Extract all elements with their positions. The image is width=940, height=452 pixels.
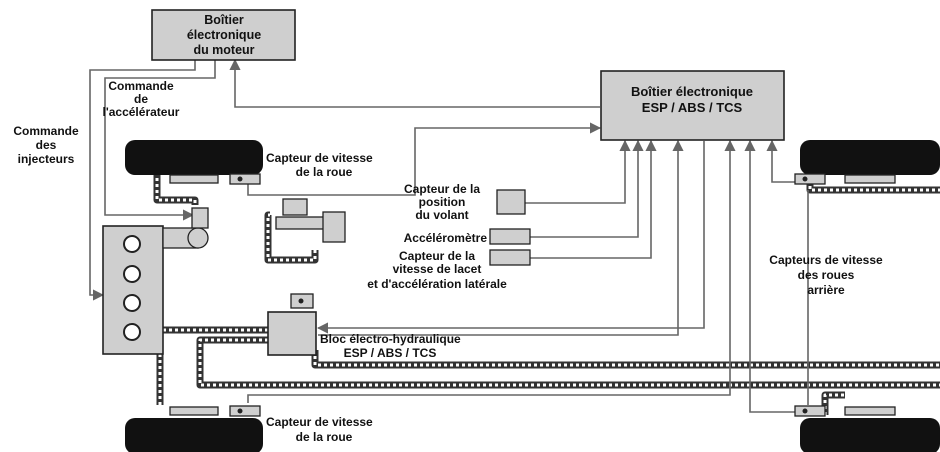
front-right-speed-sensor (229, 405, 261, 417)
steering-angle-sensor (496, 189, 526, 215)
wheel-speed-bottom-label-2: de la roue (296, 430, 353, 444)
hydraulic-label-1: Bloc électro-hydraulique (320, 332, 461, 346)
engine-ecu-line-2: électronique (187, 28, 261, 42)
engine-block (102, 207, 209, 355)
yaw-label-2: vitesse de lacet (393, 262, 482, 276)
esp-ecu: Boîtier électronique ESP / ABS / TCS (600, 70, 785, 141)
throttle-actuator (191, 207, 209, 229)
wheel-speed-bottom-label-1: Capteur de vitesse (266, 415, 373, 429)
hydraulic-block (267, 311, 317, 356)
esp-ecu-line-2: ESP / ABS / TCS (642, 100, 743, 115)
rear-left-speed-sensor (794, 173, 826, 185)
steering-label-1: Capteur de la (404, 182, 480, 196)
throttle-cmd-label-2: de (134, 92, 148, 106)
accelerometer-sensor (489, 228, 531, 245)
rear-sensors-label-1: Capteurs de vitesse (769, 253, 883, 267)
accelerometer-label: Accéléromètre (404, 231, 488, 245)
injectors-cmd-label-1: Commande (13, 124, 79, 138)
engine-ecu-line-3: du moteur (193, 43, 254, 57)
yaw-rate-sensor (489, 249, 531, 266)
rear-sensors-label-2: des roues (798, 268, 855, 282)
steering-label-2: position (419, 195, 466, 209)
tires (125, 140, 940, 452)
front-left-hub (169, 174, 219, 184)
engine-ecu: Boîtier électronique du moteur (151, 9, 296, 61)
rear-left-hub (844, 174, 896, 184)
front-left-speed-sensor (229, 173, 261, 185)
hydraulic-label-2: ESP / ABS / TCS (344, 346, 437, 360)
engine-ecu-line-1: Boîtier (204, 13, 244, 27)
throttle-cmd-label-1: Commande (108, 79, 174, 93)
throttle-body (187, 227, 209, 249)
rear-sensors-label-3: arrière (807, 283, 845, 297)
steering-label-3: du volant (415, 208, 468, 222)
rear-right-tire (800, 418, 940, 452)
signal-wires (89, 58, 809, 413)
throttle-cmd-label-3: l'accélérateur (103, 105, 180, 119)
yaw-label-3: et d'accélération latérale (367, 277, 507, 291)
wheel-sensors (169, 173, 896, 417)
front-left-tire (125, 140, 263, 175)
wheel-speed-top-label-2: de la roue (296, 165, 353, 179)
rear-right-speed-sensor (794, 405, 826, 417)
front-right-tire (125, 418, 263, 452)
yaw-label-1: Capteur de la (399, 249, 475, 263)
rear-right-hub (844, 406, 896, 416)
rear-left-tire (800, 140, 940, 175)
front-right-hub (169, 406, 219, 416)
injectors-cmd-label-2: des (36, 138, 57, 152)
esp-ecu-line-1: Boîtier électronique (631, 84, 753, 99)
cabin-sensors (489, 189, 531, 266)
injectors-cmd-label-3: injecteurs (18, 152, 75, 166)
master-cylinder (275, 198, 346, 309)
labels: Commande de l'accélérateur Commande des … (13, 79, 883, 444)
wheel-speed-top-label-1: Capteur de vitesse (266, 151, 373, 165)
